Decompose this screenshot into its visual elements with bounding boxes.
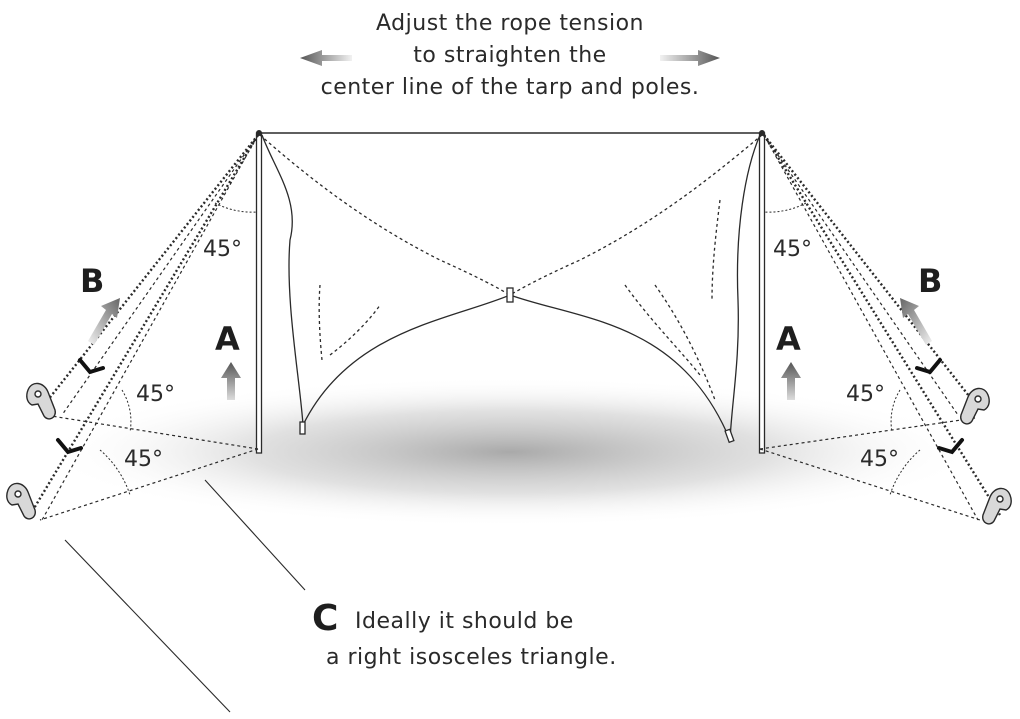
left-lower-peg xyxy=(6,482,36,520)
left-b-arrow xyxy=(88,298,120,345)
right-lower-tensioner xyxy=(937,438,964,455)
right-upper-tensioner xyxy=(915,358,942,375)
angle-right-middle: 45° xyxy=(846,382,885,407)
right-upper-peg xyxy=(960,387,990,425)
left-upper-tensioner xyxy=(78,358,105,375)
c-callout-line-lower xyxy=(64,539,231,713)
right-guy-lines xyxy=(759,134,1002,521)
tarp xyxy=(259,134,763,444)
left-lower-tensioner xyxy=(56,438,83,455)
angle-right-lower: 45° xyxy=(860,447,899,472)
left-pole xyxy=(255,132,263,454)
top-caption-line1: Adjust the rope tension xyxy=(376,11,644,36)
left-upper-peg xyxy=(26,382,56,420)
angle-left-lower: 45° xyxy=(124,447,163,472)
angle-right-upper: 45° xyxy=(773,237,812,262)
label-b-left: B xyxy=(80,262,105,300)
angle-left-middle: 45° xyxy=(136,382,175,407)
label-b-right: B xyxy=(918,262,943,300)
top-caption-line3: center line of the tarp and poles. xyxy=(320,75,700,100)
bottom-caption-line2: a right isosceles triangle. xyxy=(326,645,617,670)
label-a-left: A xyxy=(215,320,240,358)
left-a-arrow xyxy=(221,362,241,400)
c-callout-line-upper xyxy=(204,479,306,591)
right-a-arrow xyxy=(781,362,801,400)
label-a-right: A xyxy=(776,320,801,358)
angle-left-upper: 45° xyxy=(203,237,242,262)
right-pole xyxy=(758,132,766,454)
bottom-caption-line1: Ideally it should be xyxy=(355,609,574,634)
right-lower-peg xyxy=(982,487,1012,525)
ground-shadow xyxy=(40,377,980,527)
right-adjust-arrow xyxy=(660,50,720,66)
right-b-arrow xyxy=(900,298,932,345)
left-adjust-arrow xyxy=(300,50,352,66)
top-caption: Adjust the rope tension to straighten th… xyxy=(260,8,760,104)
label-c: C xyxy=(312,598,339,639)
top-caption-line2: to straighten the xyxy=(413,43,607,68)
